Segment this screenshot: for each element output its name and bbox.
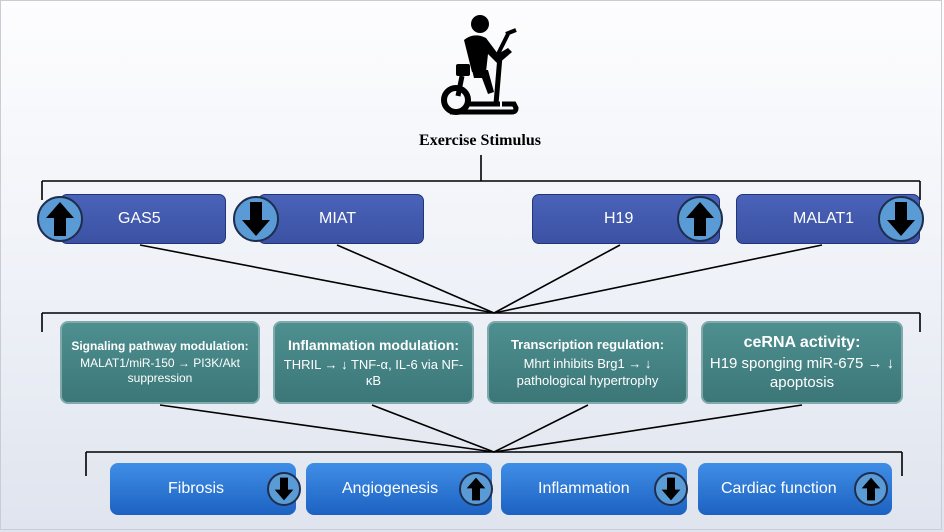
- mechanism-body: MALAT1/miR-150 → PI3K/Akt suppression: [80, 356, 240, 385]
- mechanism-box-inflammation: Inflammation modulation: THRIL → ↓ TNF-α…: [273, 321, 474, 404]
- mechanism-body: H19 sponging miR-675 → ↓ apoptosis: [709, 355, 895, 391]
- gene-label: H19: [604, 210, 634, 227]
- outcome-label: Angiogenesis: [342, 480, 439, 497]
- mechanism-body: Mhrt inhibits Brg1 → ↓ pathological hype…: [516, 355, 659, 388]
- gene-box-miat: MIAT: [258, 194, 424, 244]
- exercise-bike-icon: [441, 15, 519, 115]
- outcome-box-inflammation: Inflammation: [501, 463, 687, 515]
- mechanism-box-signaling: Signaling pathway modulation: MALAT1/miR…: [60, 321, 260, 404]
- arrow-up-icon: [459, 472, 493, 506]
- gene-label: MIAT: [319, 210, 357, 227]
- mechanism-box-cerna: ceRNA activity: H19 sponging miR-675 → ↓…: [701, 321, 903, 404]
- arrow-down-icon: [878, 196, 924, 242]
- outcome-label: Cardiac function: [721, 480, 837, 497]
- outcome-label: Fibrosis: [168, 480, 225, 497]
- outcome-box-angiogenesis: Angiogenesis: [306, 463, 492, 515]
- mechanism-heading: Signaling pathway modulation:: [71, 339, 249, 353]
- gene-box-gas5: GAS5: [60, 194, 226, 244]
- arrow-down-icon: [233, 196, 279, 242]
- mechanism-body: THRIL → ↓ TNF-α, IL-6 via NF-κB: [283, 356, 464, 388]
- gene-label: GAS5: [118, 210, 161, 227]
- arrow-up-icon: [37, 196, 83, 242]
- mechanism-heading: ceRNA activity:: [743, 334, 861, 351]
- arrow-up-icon: [854, 472, 888, 506]
- mechanism-heading: Inflammation modulation:: [287, 336, 460, 353]
- arrow-down-icon: [654, 472, 688, 506]
- outcome-box-fibrosis: Fibrosis: [110, 463, 296, 515]
- mechanism-heading: Transcription regulation:: [510, 336, 665, 352]
- exercise-stimulus-title: Exercise Stimulus: [419, 132, 541, 149]
- arrow-up-icon: [677, 196, 723, 242]
- gene-label: MALAT1: [793, 210, 855, 227]
- arrow-down-icon: [267, 472, 301, 506]
- mechanism-box-transcription: Transcription regulation: Mhrt inhibits …: [487, 321, 688, 404]
- outcome-label: Inflammation: [538, 480, 630, 497]
